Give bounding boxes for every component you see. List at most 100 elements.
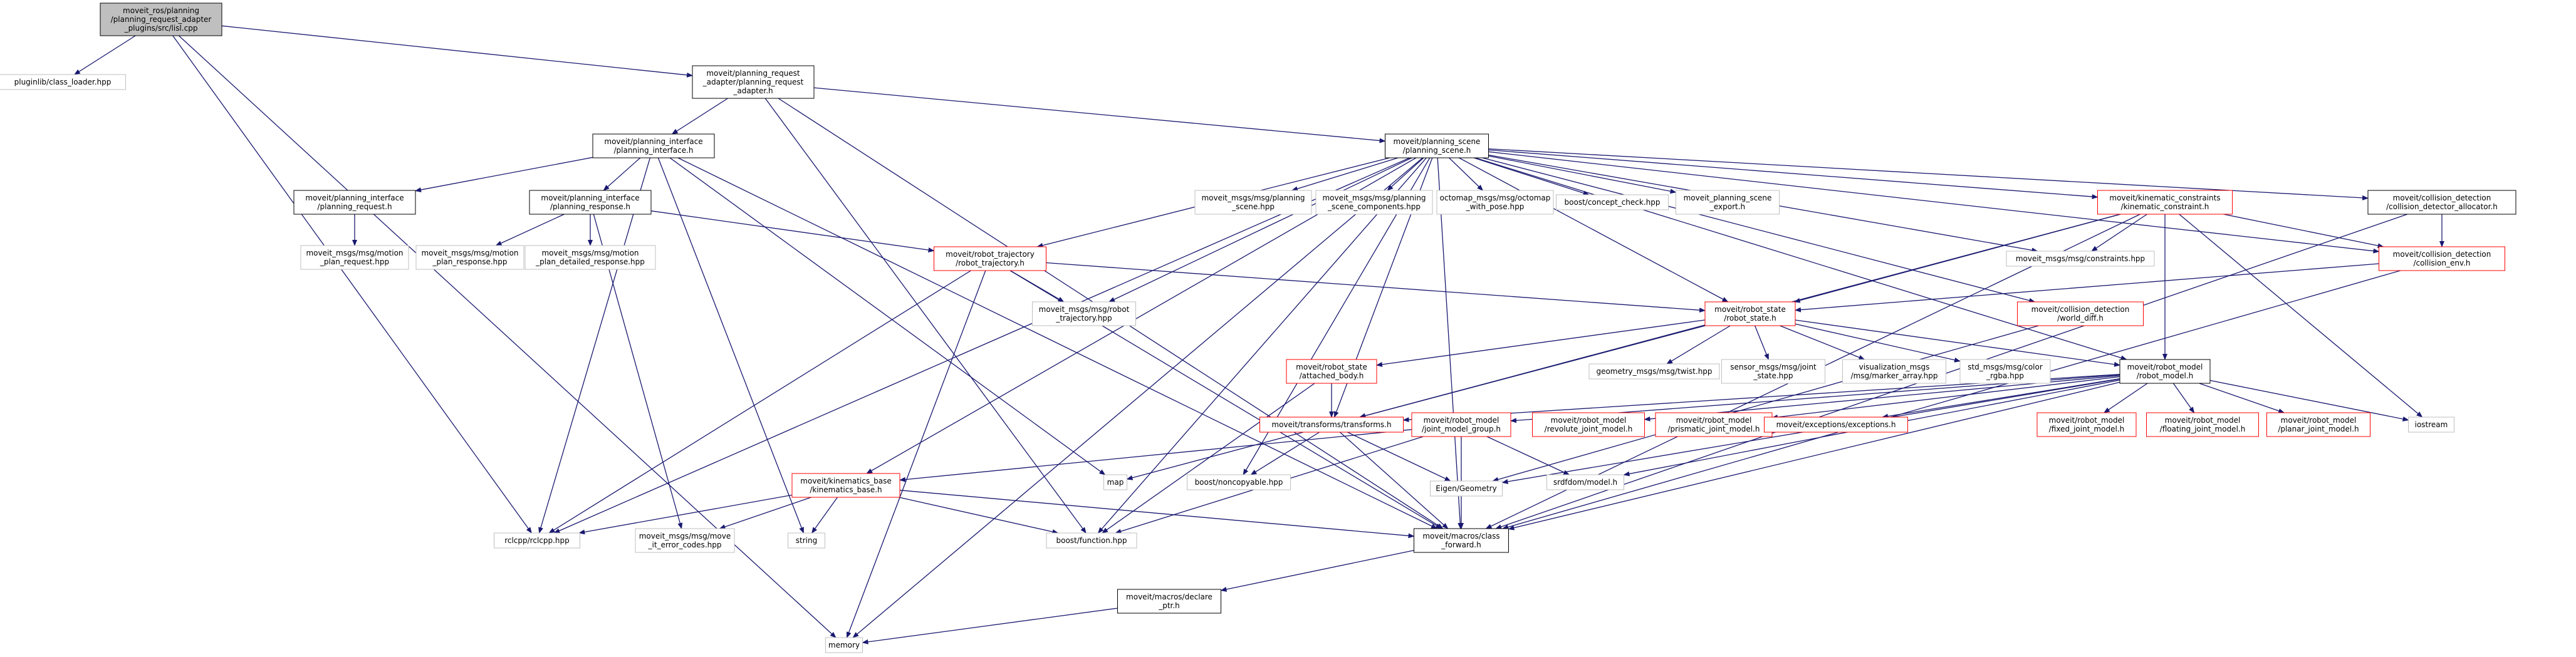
edge-decl-to-memory: [862, 608, 1118, 644]
edge-presp-to-rt: [650, 210, 935, 253]
node-concept[interactable]: boost/concept_check.hpp: [1556, 194, 1669, 210]
node-marker[interactable]: visualization_msgs/msg/marker_array.hpp: [1842, 359, 1946, 384]
node-rm[interactable]: moveit/robot_model/robot_model.h: [2119, 359, 2211, 384]
node-label: visualization_msgs: [1859, 363, 1930, 371]
node-robot_traj_msg[interactable]: moveit_msgs/msg/robot_trajectory.hpp: [1032, 301, 1136, 326]
node-label: moveit/robot_model: [2165, 416, 2241, 425]
edge-ps-to-cda: [1488, 148, 2369, 200]
node-rs[interactable]: moveit/robot_state/robot_state.h: [1704, 301, 1796, 326]
node-box: [2006, 251, 2155, 267]
node-fjm[interactable]: moveit/robot_model/fixed_joint_model.h: [2036, 412, 2137, 437]
node-ps_export[interactable]: moveit_planning_scene_export.h: [1676, 190, 1780, 215]
node-label: /planning_request_adapter: [111, 15, 212, 24]
node-color[interactable]: std_msgs/msg/color_rgba.hpp: [1959, 359, 2051, 384]
edge-rs-to-rm: [1795, 319, 2120, 367]
node-box: [2119, 359, 2211, 384]
node-constraints[interactable]: moveit_msgs/msg/constraints.hpp: [2006, 251, 2155, 267]
node-srdf[interactable]: srdfdom/model.h: [1546, 474, 1624, 490]
node-box: [2408, 416, 2454, 433]
node-jmg[interactable]: moveit/robot_model/joint_model_group.h: [1411, 412, 1511, 437]
node-label: moveit_ros/planning: [123, 6, 199, 15]
node-label: moveit/macros/declare: [1126, 592, 1212, 601]
node-presp[interactable]: moveit/planning_interface/planning_respo…: [529, 190, 652, 215]
node-eigen[interactable]: Eigen/Geometry: [1430, 480, 1503, 497]
node-label: /collision_env.h: [2413, 259, 2470, 267]
node-kc[interactable]: moveit/kinematic_constraints/kinematic_c…: [2097, 190, 2233, 215]
node-tf[interactable]: moveit/transforms/transforms.h: [1259, 416, 1404, 433]
node-label: /floating_joint_model.h: [2160, 425, 2246, 433]
node-label: /planar_joint_model.h: [2278, 425, 2359, 433]
edge-rs-to-jstate: [1754, 325, 1770, 360]
edge-tf-to-cfwd: [1339, 432, 1449, 529]
node-msg_ps[interactable]: moveit_msgs/msg/planning_scene.hpp: [1194, 190, 1312, 215]
node-mpdresp[interactable]: moveit_msgs/msg/motion_plan_detailed_res…: [524, 245, 656, 270]
node-preq[interactable]: moveit/planning_interface/planning_reque…: [293, 190, 416, 215]
node-pra[interactable]: moveit/planning_request_adapter/planning…: [692, 65, 815, 99]
edge-pra-to-pi: [671, 98, 728, 135]
edge-ps-to-concept: [1473, 157, 1590, 196]
node-label: sensor_msgs/msg/joint: [1730, 363, 1817, 371]
node-label: _scene.hpp: [1231, 202, 1275, 211]
node-decl[interactable]: moveit/macros/declare_ptr.h: [1117, 589, 1221, 614]
edge-ps-to-cenv: [1488, 151, 2380, 254]
node-rjm[interactable]: moveit/robot_model/revolute_joint_model.…: [1532, 412, 1645, 437]
node-iostream[interactable]: iostream: [2408, 416, 2454, 433]
node-cfwd[interactable]: moveit/macros/class_forward.h: [1414, 528, 1509, 553]
node-ps[interactable]: moveit/planning_scene/planning_scene.h: [1385, 133, 1489, 158]
node-label: /kinematic_constraint.h: [2121, 202, 2209, 211]
node-fljm[interactable]: moveit/robot_model/floating_joint_model.…: [2146, 412, 2259, 437]
node-octomap[interactable]: octomap_msgs/msg/octomap_with_pose.hpp: [1436, 190, 1554, 215]
node-twist[interactable]: geometry_msgs/msg/twist.hpp: [1588, 363, 1720, 380]
node-noncopy[interactable]: boost/noncopyable.hpp: [1187, 474, 1291, 490]
node-label: moveit/robot_model: [2127, 363, 2203, 371]
edge-rs-to-ab: [1376, 319, 1706, 367]
node-label: moveit/planning_scene: [1394, 137, 1481, 146]
node-label: moveit/exceptions/exceptions.h: [1776, 420, 1896, 429]
edge-ps-to-kc: [1488, 149, 2099, 199]
node-box: [0, 74, 126, 90]
node-wd[interactable]: moveit/collision_detection/world_diff.h: [2017, 301, 2144, 326]
node-jstate[interactable]: sensor_msgs/msg/joint_state.hpp: [1721, 359, 1825, 384]
node-cda[interactable]: moveit/collision_detection/collision_det…: [2367, 190, 2516, 215]
node-box: [2379, 246, 2505, 271]
node-memory[interactable]: memory: [825, 637, 863, 653]
node-ab[interactable]: moveit/robot_state/attached_body.h: [1286, 359, 1377, 384]
edge-rs-to-marker: [1780, 325, 1865, 360]
node-label: /fixed_joint_model.h: [2049, 425, 2124, 433]
node-mpresp[interactable]: moveit_msgs/msg/motion_plan_response.hpp: [415, 245, 524, 270]
node-map[interactable]: map: [1103, 474, 1127, 490]
node-label: moveit/robot_model: [2281, 416, 2357, 425]
node-rt[interactable]: moveit/robot_trajectory/robot_trajectory…: [934, 246, 1046, 271]
node-label: moveit/robot_state: [1296, 363, 1367, 371]
node-rclcpp[interactable]: rclcpp/rclcpp.hpp: [494, 532, 580, 549]
node-label: /msg/marker_array.hpp: [1851, 371, 1938, 380]
node-class_loader[interactable]: pluginlib/class_loader.hpp: [0, 74, 126, 90]
node-box: [2036, 412, 2137, 437]
node-box: [2367, 190, 2516, 215]
node-pi[interactable]: moveit/planning_interface/planning_inter…: [592, 133, 715, 158]
node-exc[interactable]: moveit/exceptions/exceptions.h: [1764, 416, 1908, 433]
node-function[interactable]: boost/function.hpp: [1046, 532, 1137, 549]
edge-cda-to-cfwd: [1495, 214, 2408, 529]
node-moveerr[interactable]: moveit_msgs/msg/move_it_error_codes.hpp: [635, 528, 735, 553]
node-msg_psc[interactable]: moveit_msgs/msg/planning_scene_component…: [1315, 190, 1433, 215]
node-label: moveit_msgs/msg/constraints.hpp: [2016, 254, 2145, 263]
edge-presp-to-mpresp: [495, 214, 565, 246]
node-pljm[interactable]: moveit/robot_model/planar_joint_model.h: [2266, 412, 2370, 437]
edge-ps-to-memory: [852, 157, 1423, 638]
node-label: rclcpp/rclcpp.hpp: [504, 536, 570, 545]
edge-kb-to-moveerr: [719, 497, 811, 529]
node-cenv[interactable]: moveit/collision_detection/collision_env…: [2379, 246, 2505, 271]
node-pjm[interactable]: moveit/robot_model/prismatic_joint_model…: [1655, 412, 1773, 437]
edge-ps-to-rs: [1459, 157, 1729, 303]
edge-kb-to-string: [811, 497, 838, 534]
node-box: [692, 65, 815, 99]
edge-tf-to-map: [1126, 432, 1304, 480]
node-mpreq[interactable]: moveit_msgs/msg/motion_plan_request.hpp: [300, 245, 409, 270]
edge-rm-to-iostream: [2209, 380, 2409, 422]
node-string[interactable]: string: [788, 532, 825, 549]
node-box: [2146, 412, 2259, 437]
node-label: _plan_request.hpp: [320, 257, 389, 266]
node-kb[interactable]: moveit/kinematics_base/kinematics_base.h: [791, 473, 900, 498]
